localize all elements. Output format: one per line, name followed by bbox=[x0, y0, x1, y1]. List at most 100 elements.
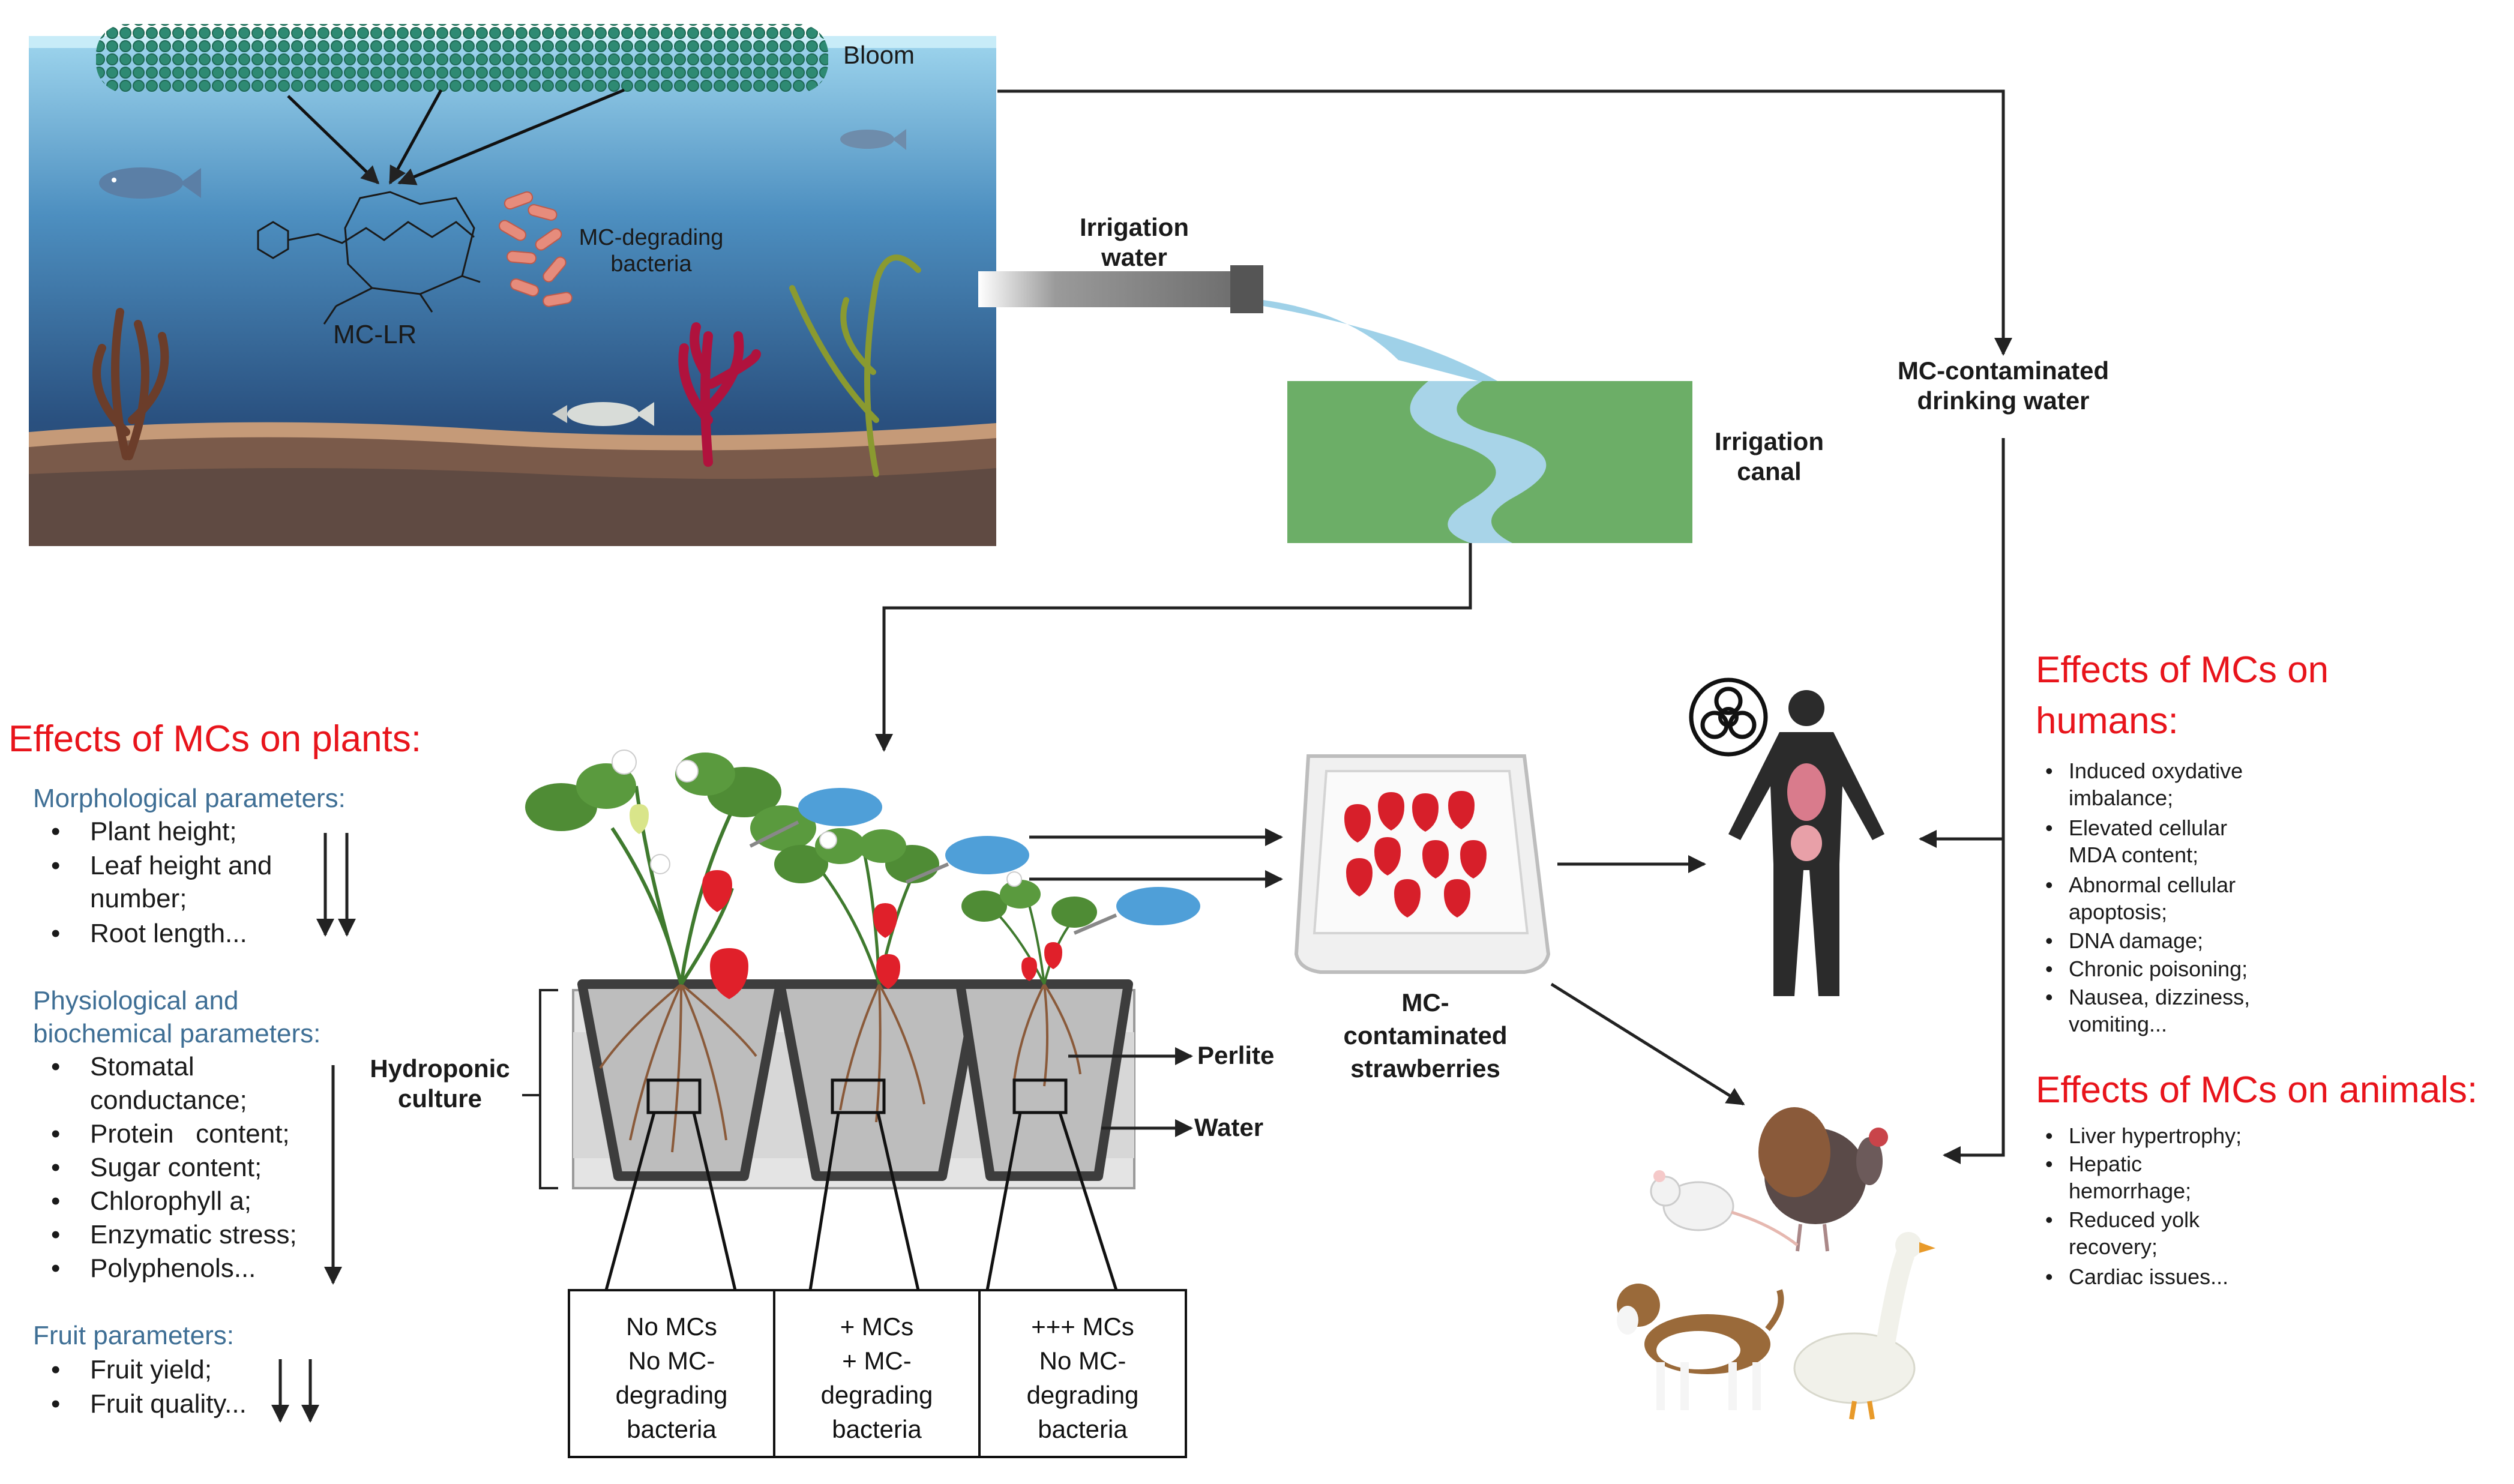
treatment-box-2-line-2: + MC- bbox=[842, 1347, 912, 1375]
animals-item-3: Reduced yolk bbox=[2069, 1207, 2200, 1232]
treatment-box-1-line-2: No MC- bbox=[628, 1347, 715, 1375]
plants-group-2-item-1-cont: conductance; bbox=[90, 1086, 247, 1115]
svg-text:•: • bbox=[51, 1186, 60, 1216]
plants-group-2-item-6: Polyphenols... bbox=[90, 1254, 256, 1283]
mc-lr-label: MC-LR bbox=[333, 320, 416, 349]
strawberry-icon bbox=[702, 870, 732, 912]
red-coral-icon bbox=[678, 322, 761, 467]
treatment-box-1-line-4: bacteria bbox=[627, 1415, 717, 1443]
svg-text:•: • bbox=[51, 1220, 60, 1249]
svg-text:•: • bbox=[2045, 873, 2053, 897]
svg-text:•: • bbox=[2045, 759, 2053, 783]
humans-item-4: DNA damage; bbox=[2069, 928, 2203, 953]
svg-text:•: • bbox=[2045, 1152, 2053, 1176]
rat-icon bbox=[1650, 1170, 1799, 1246]
hydroponic-label-1: Hydroponic bbox=[370, 1054, 510, 1083]
hydroponic-bracket bbox=[539, 989, 558, 1189]
algal-bloom bbox=[96, 24, 828, 93]
treatment-box-2-line-1: + MCs bbox=[840, 1312, 914, 1341]
plants-group-1-heading: Morphological parameters: bbox=[33, 784, 346, 813]
syringe-hand-icon bbox=[749, 788, 882, 848]
svg-text:•: • bbox=[2045, 1207, 2053, 1232]
humans-item-2-cont: MDA content; bbox=[2069, 843, 2198, 867]
hydroponic-label-2: culture bbox=[398, 1084, 482, 1113]
strawberry-plant-3 bbox=[961, 871, 1097, 985]
strawberry-plant-2 bbox=[774, 828, 939, 989]
plants-group-1-item-1: Plant height; bbox=[90, 817, 237, 846]
treatment-box-3-line-1: +++ MCs bbox=[1031, 1312, 1134, 1341]
svg-text:•: • bbox=[2045, 1264, 2053, 1289]
plants-group-1-item-3: Root length... bbox=[90, 919, 247, 948]
treatment-box-2: + MCs + MC- degrading bacteria bbox=[773, 1289, 981, 1458]
animals-item-1: Liver hypertrophy; bbox=[2069, 1123, 2242, 1148]
strawberry-icon bbox=[873, 903, 897, 938]
flow-arrows bbox=[875, 89, 2012, 1164]
svg-text:•: • bbox=[51, 919, 60, 948]
plants-group-1-item-2-cont: number; bbox=[90, 884, 187, 913]
svg-text:•: • bbox=[2045, 957, 2053, 981]
bacteria-label-1: MC-degrading bbox=[579, 225, 724, 250]
plants-group-2-item-5: Enzymatic stress; bbox=[90, 1220, 297, 1249]
humans-item-6: Nausea, dizziness, bbox=[2069, 985, 2250, 1009]
biohazard-icon bbox=[1689, 677, 1768, 757]
human-silhouette-icon bbox=[1728, 690, 1884, 996]
svg-text:•: • bbox=[2045, 1123, 2053, 1148]
irrigation-water-label-1: Irrigation bbox=[1080, 213, 1189, 241]
treatment-box-3: +++ MCs No MC- degrading bacteria bbox=[978, 1289, 1187, 1458]
mc-lr-molecule-icon bbox=[257, 191, 481, 325]
plants-group-2-heading-1: Physiological and bbox=[33, 986, 238, 1015]
plants-group-3-item-2: Fruit quality... bbox=[90, 1389, 247, 1419]
svg-text:•: • bbox=[51, 851, 60, 880]
hydroponic-system bbox=[572, 979, 1135, 1189]
treatment-box-1-line-1: No MCs bbox=[626, 1312, 717, 1341]
sample-window-3 bbox=[1012, 1078, 1068, 1114]
irrigation-pipe bbox=[978, 265, 1512, 390]
strawberry-icon bbox=[1021, 957, 1037, 981]
fish-icon bbox=[99, 167, 201, 199]
plants-group-2-item-4: Chlorophyll a; bbox=[90, 1186, 251, 1216]
irrigation-water-label-2: water bbox=[1101, 243, 1167, 271]
turkey-icon bbox=[1758, 1107, 1888, 1252]
bloom-label: Bloom bbox=[843, 41, 915, 69]
decrease-arrows-morph bbox=[316, 833, 356, 937]
treatment-box-2-line-3: degrading bbox=[821, 1381, 933, 1409]
roots bbox=[599, 983, 1081, 1153]
sample-window-1 bbox=[646, 1078, 702, 1114]
humans-item-5: Chronic poisoning; bbox=[2069, 957, 2248, 981]
humans-item-2: Elevated cellular bbox=[2069, 816, 2227, 840]
strawberry-tray-icon bbox=[1294, 754, 1551, 974]
animals-panel-title: Effects of MCs on animals: bbox=[2036, 1069, 2477, 1111]
goose-icon bbox=[1793, 1232, 1935, 1420]
syringe-hand-icon bbox=[905, 836, 1029, 884]
svg-text:•: • bbox=[51, 1254, 60, 1283]
sample-window-2 bbox=[831, 1078, 886, 1114]
humans-item-3: Abnormal cellular bbox=[2069, 873, 2236, 897]
fish-icon bbox=[552, 402, 654, 426]
bacteria-icon bbox=[499, 191, 573, 307]
drinking-water-label-1: MC-contaminated bbox=[1898, 356, 2109, 385]
svg-text:•: • bbox=[51, 1389, 60, 1419]
svg-text:•: • bbox=[51, 1052, 60, 1081]
strawberries-label-1: MC- bbox=[1401, 988, 1449, 1017]
svg-text:•: • bbox=[51, 1355, 60, 1384]
treatment-box-3-line-2: No MC- bbox=[1039, 1347, 1126, 1375]
fish-icon bbox=[840, 129, 906, 150]
svg-text:•: • bbox=[2045, 928, 2053, 953]
svg-text:•: • bbox=[51, 1119, 60, 1149]
humans-panel-title-1: Effects of MCs on bbox=[2036, 649, 2329, 691]
strawberries-label-2: contaminated bbox=[1343, 1021, 1507, 1050]
plants-group-2-item-3: Sugar content; bbox=[90, 1153, 262, 1182]
irrigation-canal bbox=[1287, 381, 1692, 543]
plants-group-3-heading: Fruit parameters: bbox=[33, 1321, 234, 1350]
treatment-connectors bbox=[604, 1112, 1118, 1291]
strawberry-icon bbox=[876, 954, 900, 989]
decrease-arrows-fruit bbox=[271, 1359, 319, 1423]
humans-item-1-cont: imbalance; bbox=[2069, 786, 2173, 810]
treatment-box-3-line-4: bacteria bbox=[1038, 1415, 1128, 1443]
svg-text:•: • bbox=[2045, 985, 2053, 1009]
bloom-arrow-2 bbox=[388, 89, 443, 185]
svg-text:•: • bbox=[2045, 816, 2053, 840]
animals-item-2-cont: hemorrhage; bbox=[2069, 1179, 2191, 1203]
humans-item-3-cont: apoptosis; bbox=[2069, 900, 2167, 924]
